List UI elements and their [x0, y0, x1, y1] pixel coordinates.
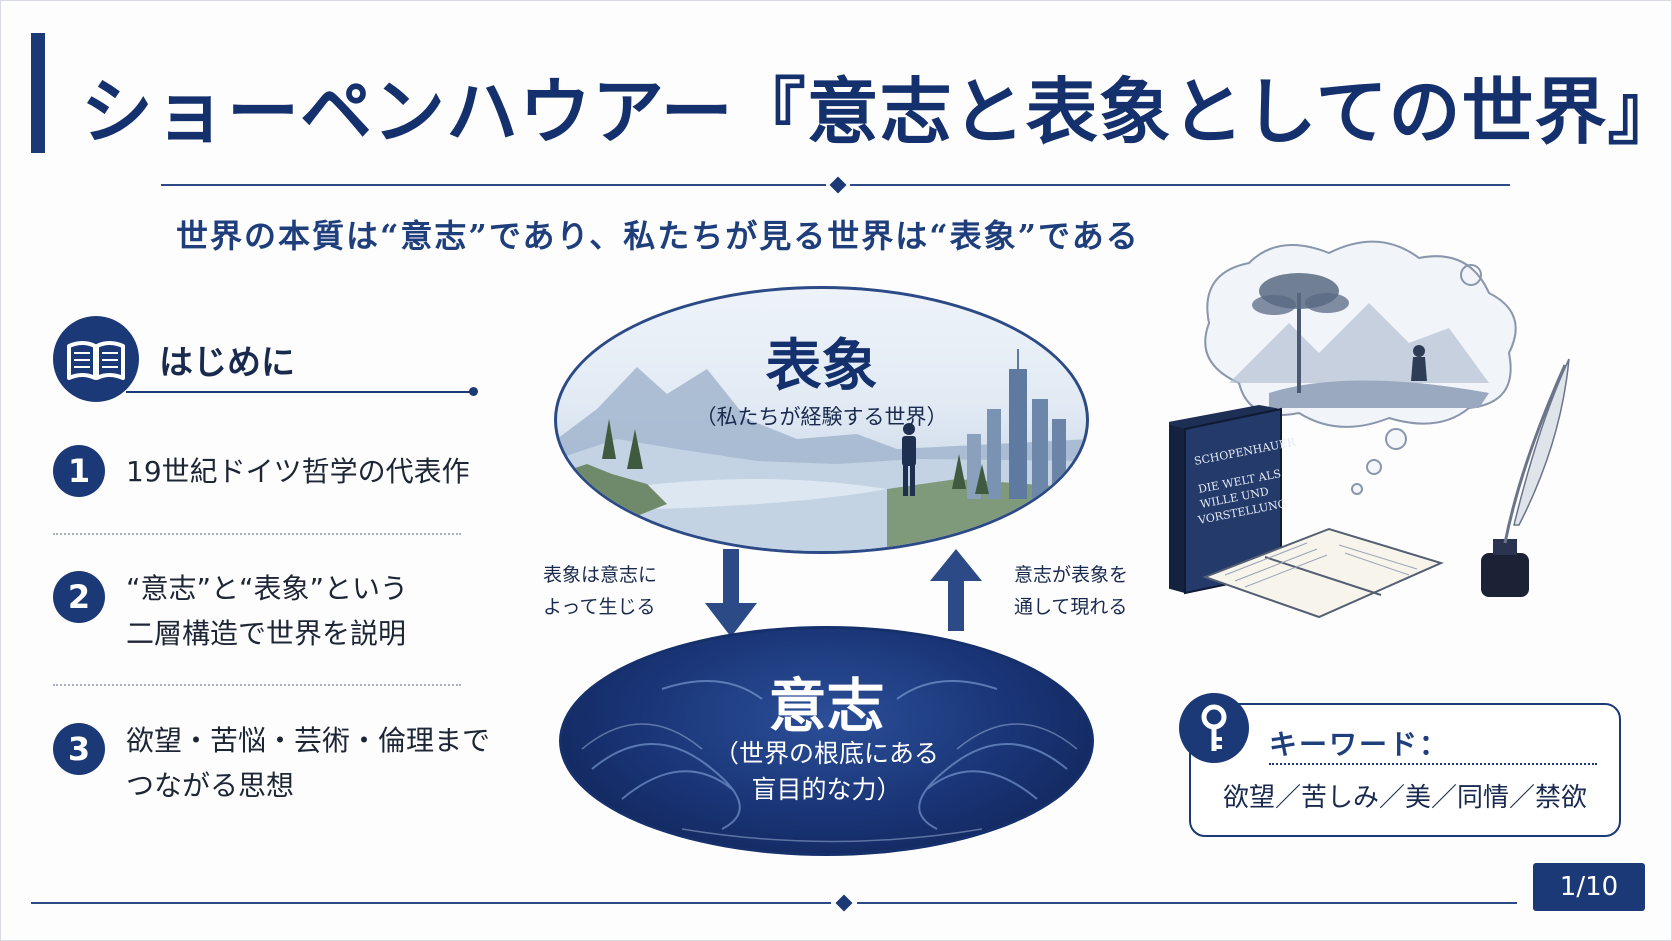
will-subtitle-line-1: （世界の根底にある — [713, 739, 939, 768]
will-subtitle-line-2: 盲目的な力） — [751, 775, 902, 804]
keyword-box — [1189, 703, 1621, 837]
point-3-line-1: 欲望・苦悩・芸術・倫理まで — [126, 724, 491, 757]
point-number-2: 2 — [53, 571, 105, 623]
representation-heading: 表象 — [765, 333, 878, 399]
point-separator-2 — [53, 684, 461, 686]
footer-divider-left — [31, 902, 831, 904]
point-text-3: 欲望・苦悩・芸術・倫理まで つながる思想 — [126, 718, 490, 808]
footer-divider-right — [857, 902, 1517, 904]
will-subtitle: （世界の根底にある 盲目的な力） — [562, 736, 1091, 808]
book-icon — [53, 316, 139, 402]
keyword-title: キーワード： — [1269, 728, 1450, 761]
representation-subtitle: （私たちが経験する世界） — [695, 405, 948, 429]
point-separator-1 — [53, 533, 461, 535]
will-heading: 意志 — [768, 672, 885, 740]
landscape-illustration — [557, 349, 1086, 551]
point-text-1: 19世紀ドイツ哲学の代表作 — [126, 449, 470, 494]
title-divider-left — [161, 184, 826, 186]
point-2-line-2: 二層構造で世界を説明 — [126, 617, 407, 650]
intro-underline — [126, 391, 476, 393]
title-divider-diamond — [829, 176, 847, 194]
point-1-line-1: 19世紀ドイツ哲学の代表作 — [126, 455, 470, 488]
point-number-3: 3 — [53, 723, 105, 775]
thought-cloud — [1204, 240, 1517, 428]
keyword-divider — [1269, 763, 1597, 765]
point-3-line-2: つながる思想 — [126, 769, 295, 802]
title-accent-bar — [31, 33, 45, 153]
footer-divider-diamond — [835, 894, 853, 912]
representation-oval: 表象 （私たちが経験する世界） — [554, 286, 1089, 554]
schopenhauer-book-illustration: SCHOPENHAUER DIE WELT ALS WILLE UND VORS… — [1169, 240, 1570, 619]
title-divider-right — [850, 184, 1510, 186]
point-2-line-1: “意志”と“表象”という — [126, 572, 409, 605]
up-arrow-icon — [930, 549, 982, 631]
right-arrow-label-line-1: 意志が表象を — [1014, 564, 1129, 586]
right-arrow-label: 意志が表象を 通して現れる — [1014, 559, 1128, 623]
key-icon — [1179, 693, 1249, 763]
intro-heading: はじめに — [159, 343, 295, 383]
left-arrow-label: 表象は意志に よって生じる — [543, 559, 657, 623]
left-arrow-label-line-1: 表象は意志に — [543, 564, 658, 586]
left-arrow-label-line-2: よって生じる — [543, 596, 656, 618]
intro-underline-dot — [469, 387, 478, 396]
page-title: ショーペンハウアー『意志と表象としての世界』 — [81, 69, 1672, 154]
point-text-2: “意志”と“表象”という 二層構造で世界を説明 — [126, 566, 408, 656]
down-arrow-icon — [705, 549, 757, 637]
right-arrow-label-line-2: 通して現れる — [1014, 596, 1128, 618]
swirl-illustration — [581, 680, 1078, 843]
keyword-list: 欲望／苦しみ／美／同情／禁欲 — [1222, 783, 1587, 813]
ink-bottle-icon — [1481, 358, 1570, 597]
point-number-1: 1 — [53, 445, 105, 497]
page-number: 1/10 — [1533, 863, 1645, 911]
schopenhauer-book: SCHOPENHAUER DIE WELT ALS WILLE UND VORS… — [1169, 405, 1297, 595]
will-oval: 意志 （世界の根底にある 盲目的な力） — [559, 626, 1094, 856]
subtitle: 世界の本質は“意志”であり、私たちが見る世界は“表象”である — [176, 217, 1140, 255]
